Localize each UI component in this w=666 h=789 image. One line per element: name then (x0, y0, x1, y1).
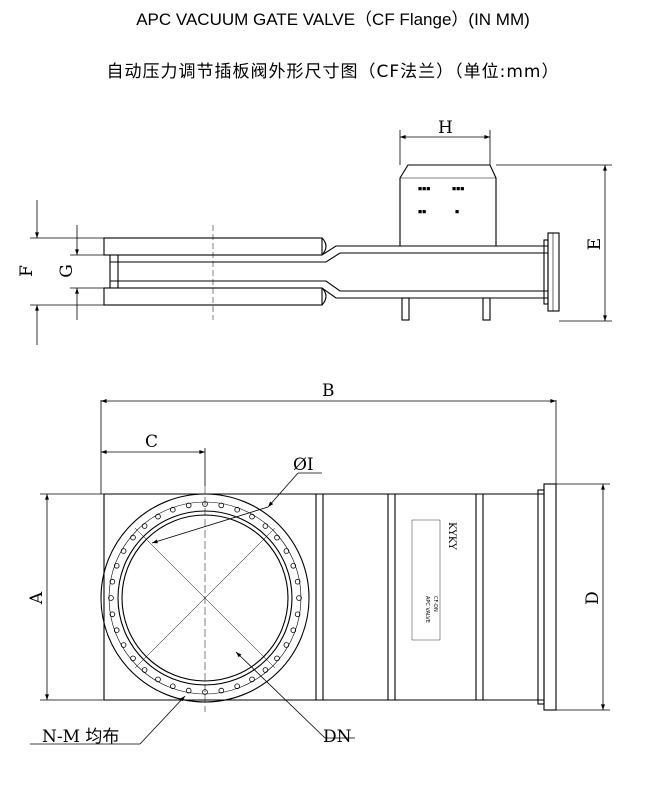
title-en: APC VACUUM GATE VALVE（CF Flange）(IN MM) (136, 10, 530, 29)
dim-F-label: F (17, 265, 37, 277)
dim-C-label: C (145, 432, 158, 452)
title-cn: 自动压力调节插板阀外形尺寸图（CF法兰）（单位:mm） (106, 62, 560, 82)
dim-E-label: E (585, 238, 605, 250)
nameplate: KYKY APC VALVE CF-DN (411, 519, 457, 641)
nameplate-brand: KYKY (446, 522, 457, 550)
svg-text:◼◼◼: ◼◼◼ (418, 186, 430, 192)
dim-DN-label: DN (323, 727, 352, 747)
dim-G-label: G (57, 264, 77, 278)
front-view-flange (543, 483, 557, 711)
side-view-gate-left (109, 255, 119, 288)
front-view (100, 483, 557, 712)
dim-D-label: D (583, 591, 603, 605)
dim-B-label: B (322, 381, 335, 401)
dim-A-label: A (27, 591, 47, 605)
nameplate-line1: APC VALVE (424, 596, 430, 623)
dim-H-label: H (438, 118, 453, 138)
side-view-actuator (399, 164, 497, 246)
nameplate-line2: CF-DN (432, 596, 438, 612)
dim-I-label: ØI (293, 455, 314, 475)
front-view-dimensions (30, 399, 610, 745)
side-view-flange (547, 232, 560, 312)
bolt-holes (108, 501, 302, 695)
side-view (103, 164, 560, 321)
side-view-dimensions (30, 130, 612, 345)
svg-text:◼◼: ◼◼ (418, 209, 426, 215)
bolt-holes-label: N-M 均布 (42, 727, 119, 747)
svg-text:◼◼◼: ◼◼◼ (452, 186, 464, 192)
svg-text:◼: ◼ (455, 209, 459, 215)
